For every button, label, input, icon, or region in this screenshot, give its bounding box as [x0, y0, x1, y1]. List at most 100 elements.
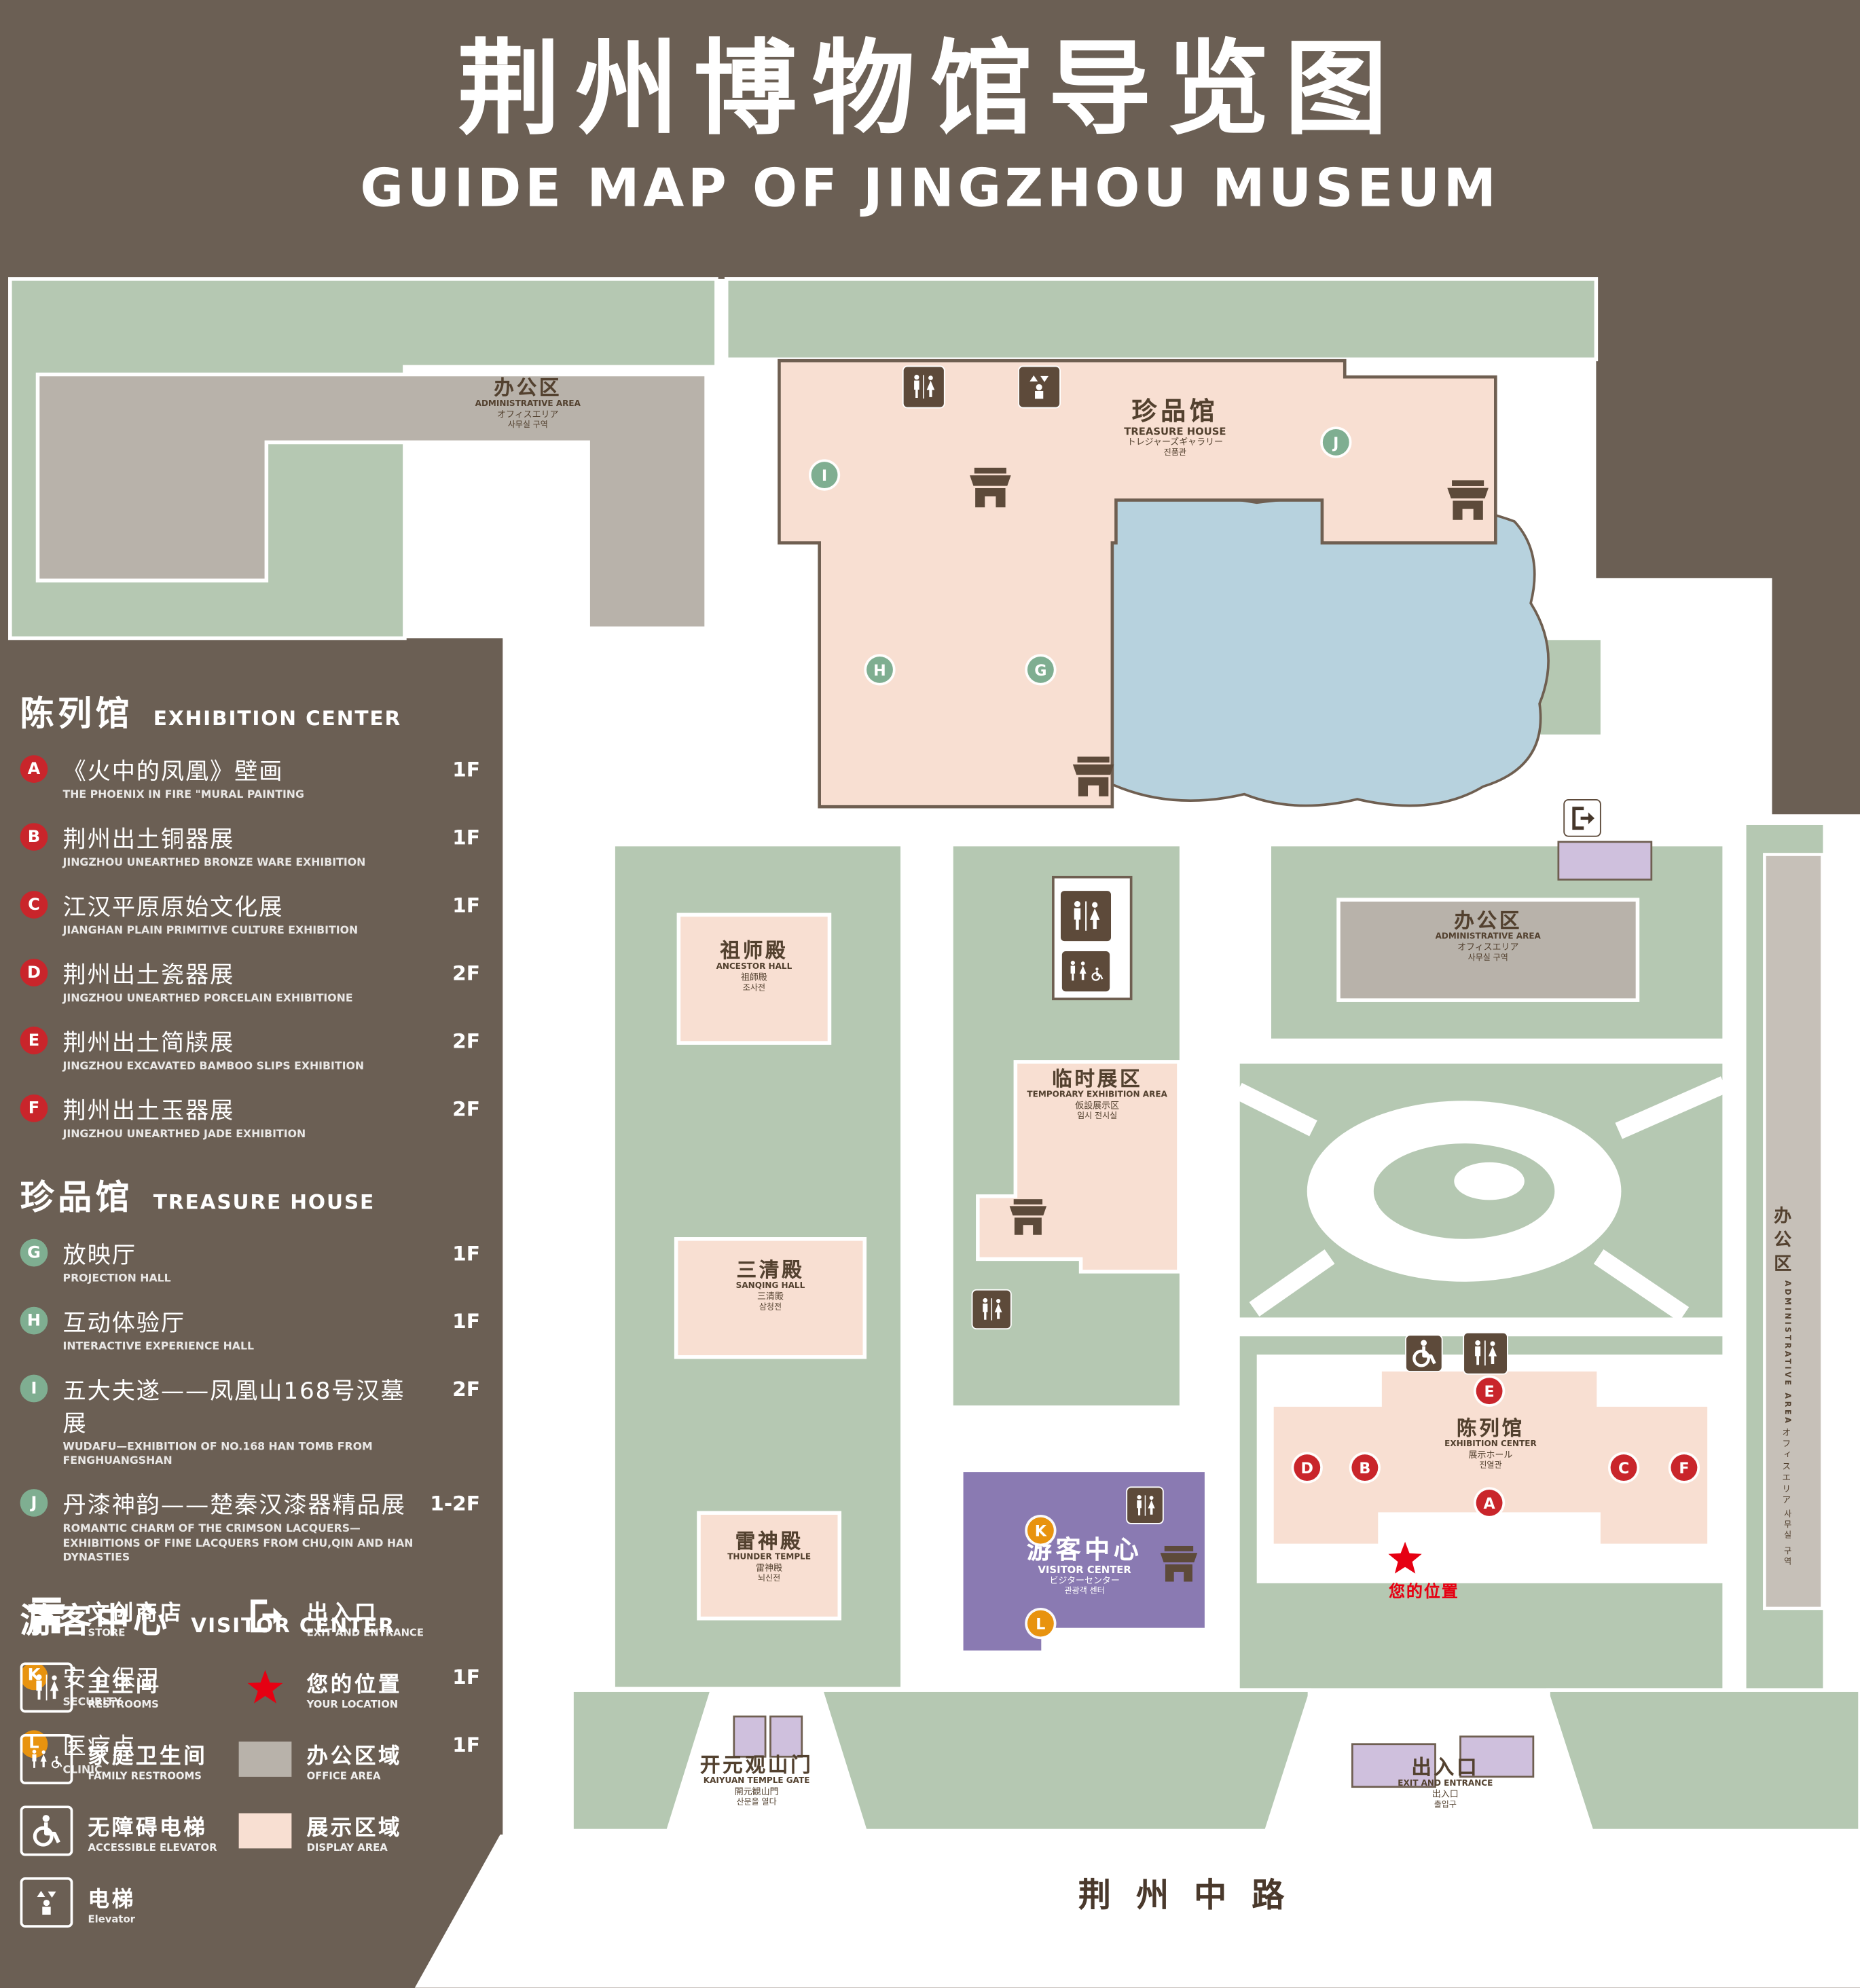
location-star-icon: [239, 1662, 292, 1712]
store-icon: [1068, 756, 1118, 798]
marker-c: C: [20, 891, 48, 919]
building-admin-strip: [1763, 853, 1824, 1610]
building-thunder-temple: [697, 1511, 842, 1621]
store-icon: [1156, 1545, 1202, 1583]
exit-icon: [239, 1591, 292, 1641]
map-marker-g: G: [1027, 656, 1054, 683]
marker-j: J: [20, 1489, 48, 1517]
elevator-icon: [1018, 365, 1061, 409]
road: [414, 1835, 1860, 1988]
marker-i: I: [20, 1375, 48, 1403]
map-marker-d: D: [1294, 1454, 1321, 1481]
list-item-a: A 1F 《火中的凤凰》壁画 THE PHOENIX IN FIRE "MURA…: [20, 754, 496, 803]
marker-h: H: [20, 1307, 48, 1336]
family-restroom-icon: [20, 1733, 73, 1784]
list-item-i: I 2F 五大夫遂——凤凰山168号汉墓展 WUDAFU—EXHIBITION …: [20, 1374, 496, 1470]
marker-e: E: [20, 1027, 48, 1055]
building-treasure-house: [778, 358, 1497, 809]
restroom-icon: [1126, 1486, 1164, 1524]
map-marker-e: E: [1476, 1378, 1503, 1405]
building-sanqing-hall: [674, 1237, 867, 1359]
elevator-icon: [20, 1877, 73, 1928]
restroom-icon: [971, 1289, 1012, 1330]
list-item-l: L 1F 医疗点 CLINIC: [20, 1729, 496, 1778]
list-item-d: D 2F 荆州出土瓷器展 JINGZHOU UNEARTHED PORCELAI…: [20, 957, 496, 1006]
restroom-icon: [902, 365, 945, 409]
building-exhibition-center: [1270, 1367, 1711, 1548]
store-icon: [1006, 1199, 1051, 1237]
office-area-swatch: [238, 1734, 292, 1784]
marker-a: A: [20, 755, 48, 783]
list-item-k: K 1F 安全保卫 SECURITY: [20, 1661, 496, 1710]
your-location-star: [1388, 1541, 1422, 1574]
building-admin-topleft: [35, 372, 708, 631]
store-icon: [1443, 480, 1493, 521]
list-item-e: E 2F 荆州出土简牍展 JINGZHOU EXCAVATED BAMBOO S…: [20, 1026, 496, 1075]
accessible-elevator-icon: [1405, 1334, 1443, 1372]
marker-k: K: [20, 1661, 48, 1690]
store-icon: [20, 1591, 73, 1641]
map-marker-c: C: [1610, 1454, 1637, 1481]
map-marker-h: H: [867, 656, 893, 683]
map-marker-a: A: [1476, 1490, 1503, 1516]
building-ancestor-hall: [676, 913, 832, 1045]
section-header-exhibition: 陈列馆 EXHIBITION CENTER: [20, 695, 402, 734]
building-admin-right: [1336, 898, 1640, 1002]
family-restroom-icon: [1060, 950, 1112, 993]
marker-g: G: [20, 1239, 48, 1268]
list-item-b: B 1F 荆州出土铜器展 JINGZHOU UNEARTHED BRONZE W…: [20, 822, 496, 870]
marker-f: F: [20, 1094, 48, 1123]
label-your-location: 您的位置: [1389, 1583, 1459, 1602]
entrance-buildings: [733, 841, 1653, 1788]
page-subtitle: GUIDE MAP OF JINGZHOU MUSEUM: [360, 157, 1500, 219]
label-road: 荆州中路: [1078, 1877, 1310, 1915]
header: 荆州博物馆导览图 GUIDE MAP OF JINGZHOU MUSEUM: [0, 0, 1860, 219]
map-marker-f: F: [1671, 1454, 1698, 1481]
map-marker-l: L: [1027, 1610, 1054, 1637]
list-item-h: H 1F 互动体验厅 INTERACTIVE EXPERIENCE HALL: [20, 1306, 496, 1355]
restroom-icon: [1463, 1331, 1508, 1375]
list-item-j: J 1-2F 丹漆神韵——楚秦汉漆器精品展 ROMANTIC CHARM OF …: [20, 1488, 496, 1565]
display-area-swatch: [238, 1805, 292, 1856]
marker-d: D: [20, 959, 48, 987]
list-item-f: F 2F 荆州出土玉器展 JINGZHOU UNEARTHED JADE EXH…: [20, 1094, 496, 1143]
restroom-icon: [1059, 889, 1112, 943]
section-header-treasure: 珍品馆 TREASURE HOUSE: [20, 1179, 376, 1218]
store-icon: [965, 467, 1015, 509]
map-marker-i: I: [811, 462, 838, 488]
restroom-icon: [20, 1662, 73, 1713]
list-item-g: G 1F 放映厅 PROJECTION HALL: [20, 1238, 496, 1287]
page-title: 荆州博物馆导览图: [457, 30, 1403, 150]
map-marker-k: K: [1027, 1517, 1054, 1544]
map-marker-b: B: [1351, 1454, 1379, 1481]
sidebar: 陈列馆 EXHIBITION CENTER A 1F 《火中的凤凰》壁画 THE…: [20, 659, 496, 1778]
accessible-elevator-icon: [20, 1805, 73, 1856]
marker-b: B: [20, 823, 48, 851]
map-marker-j: J: [1322, 429, 1349, 456]
